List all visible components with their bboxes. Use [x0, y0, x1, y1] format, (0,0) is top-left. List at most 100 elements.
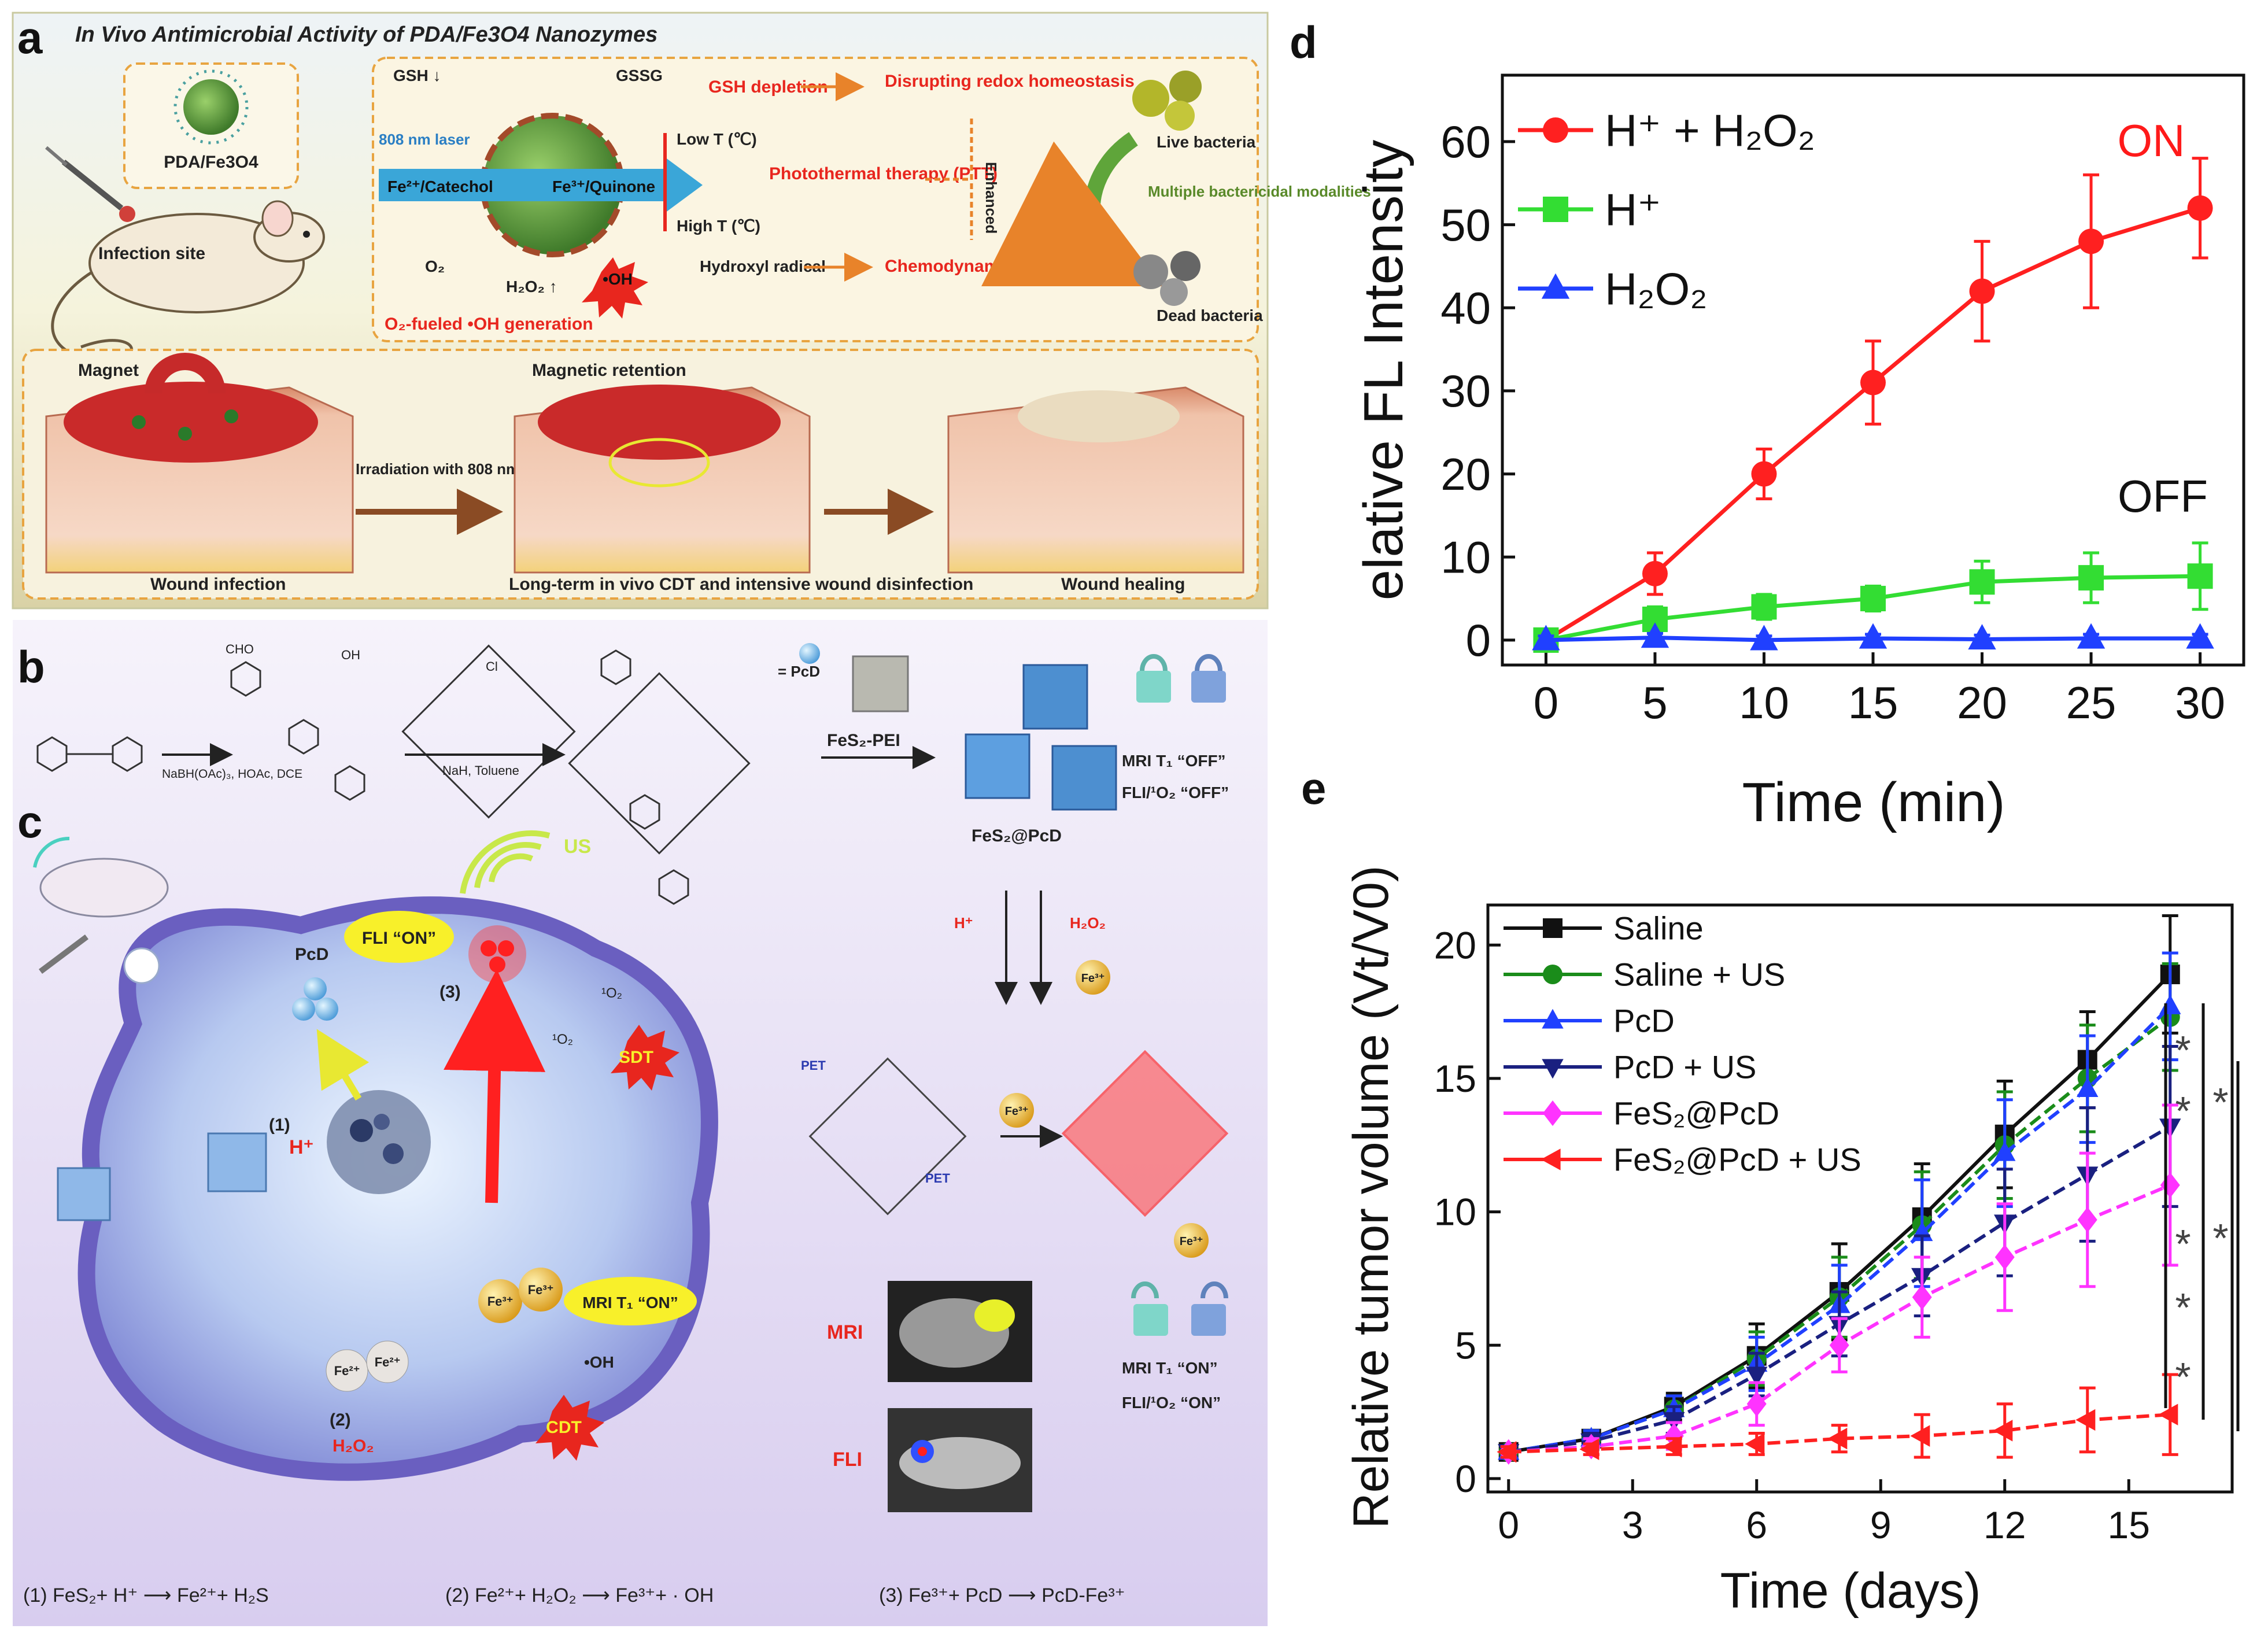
o2-fueled-label: O₂-fueled •OH generation — [385, 315, 593, 334]
y-tick-label: 40 — [1440, 283, 1491, 334]
data-point — [2186, 623, 2214, 649]
panel-label-c: c — [17, 796, 42, 847]
data-point — [2160, 1172, 2180, 1198]
legend-item: H₂O₂ — [1518, 263, 1708, 314]
data-point — [1969, 569, 1995, 595]
x-tick-label: 12 — [1983, 1504, 2026, 1546]
multiple-label: Multiple bactericidal modalities — [1148, 183, 1371, 200]
cl-label: Cl — [486, 659, 498, 674]
mouse-us-icon — [33, 836, 169, 984]
treatment-tissue — [514, 385, 811, 574]
data-point — [1746, 1391, 1767, 1417]
dead-bacteria-label: Dead bacteria — [1157, 306, 1263, 324]
panel-label-d: d — [1290, 17, 1317, 68]
significance-star: * — [2175, 1354, 2191, 1399]
fli-off-label: FLI/¹O₂ “OFF” — [1122, 784, 1229, 801]
series-2 — [1533, 541, 2213, 653]
chart-d: d elative FL Intensity Time (min) ON OFF… — [1290, 17, 2245, 833]
data-point — [1750, 625, 1778, 651]
annotation-off: OFF — [2118, 471, 2208, 522]
legend-item: PcD + US — [1504, 1049, 1756, 1085]
healed-tissue — [947, 386, 1244, 574]
legend-marker — [1543, 965, 1563, 984]
singlet-o2-label-1: ¹O₂ — [601, 985, 622, 1001]
legend-label: Saline + US — [1613, 956, 1785, 993]
equation-1: (1) FeS₂+ H⁺ ⟶ Fe²⁺+ H₂S — [23, 1584, 269, 1606]
disrupting-label: Disrupting redox homeostasis — [885, 72, 1135, 91]
data-point — [1827, 1428, 1848, 1450]
data-point — [1994, 1141, 2016, 1161]
series-2 — [1498, 962, 2180, 1462]
x-tick-label: 6 — [1746, 1504, 1767, 1546]
lock-icons-closed — [1136, 654, 1226, 703]
x-tick-label: 0 — [1534, 677, 1558, 728]
mri-label: MRI — [827, 1321, 863, 1343]
gsh-label: GSH ↓ — [393, 67, 441, 84]
data-point — [2159, 994, 2181, 1014]
data-point — [1969, 278, 1995, 304]
fe3-label-3: Fe³⁺ — [1005, 1105, 1029, 1118]
y-tick-label: 30 — [1440, 365, 1491, 416]
legend-item: FeS₂@PcD + US — [1504, 1142, 1861, 1178]
step2-label: (2) — [330, 1410, 351, 1430]
series-line — [1508, 1005, 2171, 1454]
enhanced-label: Enhanced — [982, 162, 1000, 234]
equation-2: (2) Fe²⁺+ H₂O₂ ⟶ Fe³⁺+ · OH — [445, 1584, 714, 1606]
wound-healing-label: Wound healing — [1061, 575, 1185, 594]
cdt-burst-icon — [535, 1395, 604, 1461]
legend-marker — [1541, 273, 1570, 299]
legend-label: PcD + US — [1613, 1049, 1756, 1085]
ultrasound-waves-icon — [460, 830, 551, 894]
h2o2-label-c: H₂O₂ — [333, 1436, 374, 1456]
data-point — [1829, 1332, 1849, 1358]
legend-label: H₂O₂ — [1605, 263, 1708, 314]
legend-item: PcD — [1504, 1003, 1675, 1039]
data-point — [1642, 560, 1668, 586]
x-tick-label: 15 — [1848, 677, 1898, 728]
fe3-balls-icon — [478, 1268, 563, 1323]
o2-label: O₂ — [425, 257, 445, 275]
series-3 — [1498, 951, 2181, 1460]
reagents-label: NaBH(OAc)₃, HOAc, DCE — [162, 767, 302, 781]
cdt-label-c: CDT — [546, 1418, 582, 1437]
pet-label-2: PET — [925, 1171, 950, 1185]
legend-item: H⁺ — [1518, 184, 1661, 235]
data-point — [1860, 370, 1886, 396]
data-point — [1662, 1435, 1682, 1458]
data-point — [1745, 1433, 1765, 1455]
legend-item: FeS₂@PcD — [1504, 1095, 1779, 1132]
singlet-o2-label-2: ¹O₂ — [552, 1032, 573, 1047]
y-axis-label-e: Relative tumor volume (Vt/V0) — [1343, 865, 1399, 1528]
fe3-label-1: Fe³⁺ — [487, 1294, 514, 1309]
scheme-b — [36, 644, 751, 905]
legend-label: FeS₂@PcD + US — [1613, 1142, 1861, 1178]
magnetic-retention-label: Magnetic retention — [532, 361, 686, 380]
series-1 — [1498, 914, 2180, 1462]
step1-label: (1) — [269, 1116, 290, 1135]
plot-area-e — [1486, 903, 2234, 1494]
live-bacteria-icon — [1132, 71, 1202, 131]
nanoparticle-cluster-icon — [327, 1090, 431, 1194]
legend-marker — [1543, 197, 1568, 222]
panel-label-b: b — [17, 641, 45, 692]
legend-marker — [1543, 1100, 1563, 1126]
key-h2o2-label: H₂O₂ — [1070, 914, 1106, 932]
x-tick-label: 9 — [1870, 1504, 1892, 1546]
wound-infection-tissue — [45, 382, 354, 574]
legend-item: Saline — [1504, 910, 1704, 947]
live-bacteria-label: Live bacteria — [1157, 133, 1256, 151]
y-tick-label: 5 — [1455, 1324, 1476, 1366]
infection-site-label: Infection site — [98, 244, 205, 263]
fe2-label-2: Fe²⁺ — [375, 1355, 401, 1369]
oh-radical-label: •OH — [584, 1353, 614, 1371]
x-tick-label: 5 — [1642, 677, 1667, 728]
oh-label: •OH — [603, 270, 633, 288]
significance-star: * — [2175, 1028, 2191, 1073]
y-tick-label: 10 — [1434, 1191, 1476, 1233]
panel-a: a In Vivo Antimicrobial Activity of PDA/… — [12, 12, 1371, 610]
fes2-pcd-label: FeS₂@PcD — [972, 826, 1062, 845]
mri-off-label: MRI T₁ “OFF” — [1122, 752, 1226, 770]
laser-label: 808 nm laser — [379, 131, 470, 148]
equation-3: (3) Fe³⁺+ PcD ⟶ PcD-Fe³⁺ — [879, 1584, 1125, 1606]
